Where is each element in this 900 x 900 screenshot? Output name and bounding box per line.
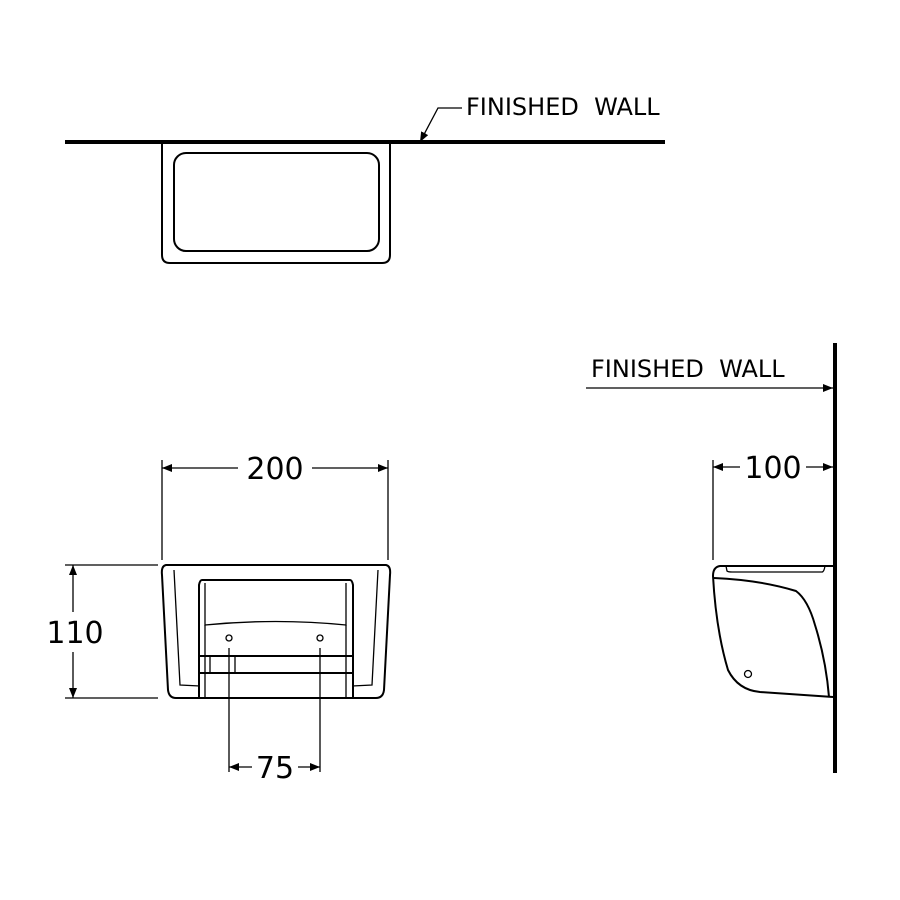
mounting-hole-left — [225, 634, 233, 642]
dispenser-outline-side — [711, 565, 834, 698]
dispenser-outline-top — [161, 143, 391, 264]
dispenser-inner-top — [173, 152, 380, 252]
top-lip — [725, 565, 826, 573]
dimension-width: 200 — [246, 452, 303, 487]
finished-wall-label-top: FINISHED WALL — [466, 93, 660, 121]
recess-walls — [204, 625, 347, 697]
wall-leader-top — [419, 107, 462, 143]
mounting-hole-right — [316, 634, 324, 642]
finished-wall-label-side: FINISHED WALL — [591, 355, 785, 383]
spindle — [198, 655, 354, 674]
dimension-height: 110 — [46, 616, 103, 651]
side-view: FINISHED WALL 100 — [586, 343, 837, 773]
side-contour — [713, 577, 830, 698]
side-hole — [743, 669, 753, 679]
side-bevel — [173, 569, 379, 687]
dimension-hole-spacing: 75 — [256, 751, 294, 786]
top-view: FINISHED WALL — [65, 93, 665, 264]
dispenser-outline-front — [160, 564, 392, 699]
dimension-depth: 100 — [744, 451, 801, 486]
recess-inner — [204, 583, 347, 626]
front-view: 200 110 75 — [46, 452, 392, 786]
paper-recess — [198, 579, 354, 697]
